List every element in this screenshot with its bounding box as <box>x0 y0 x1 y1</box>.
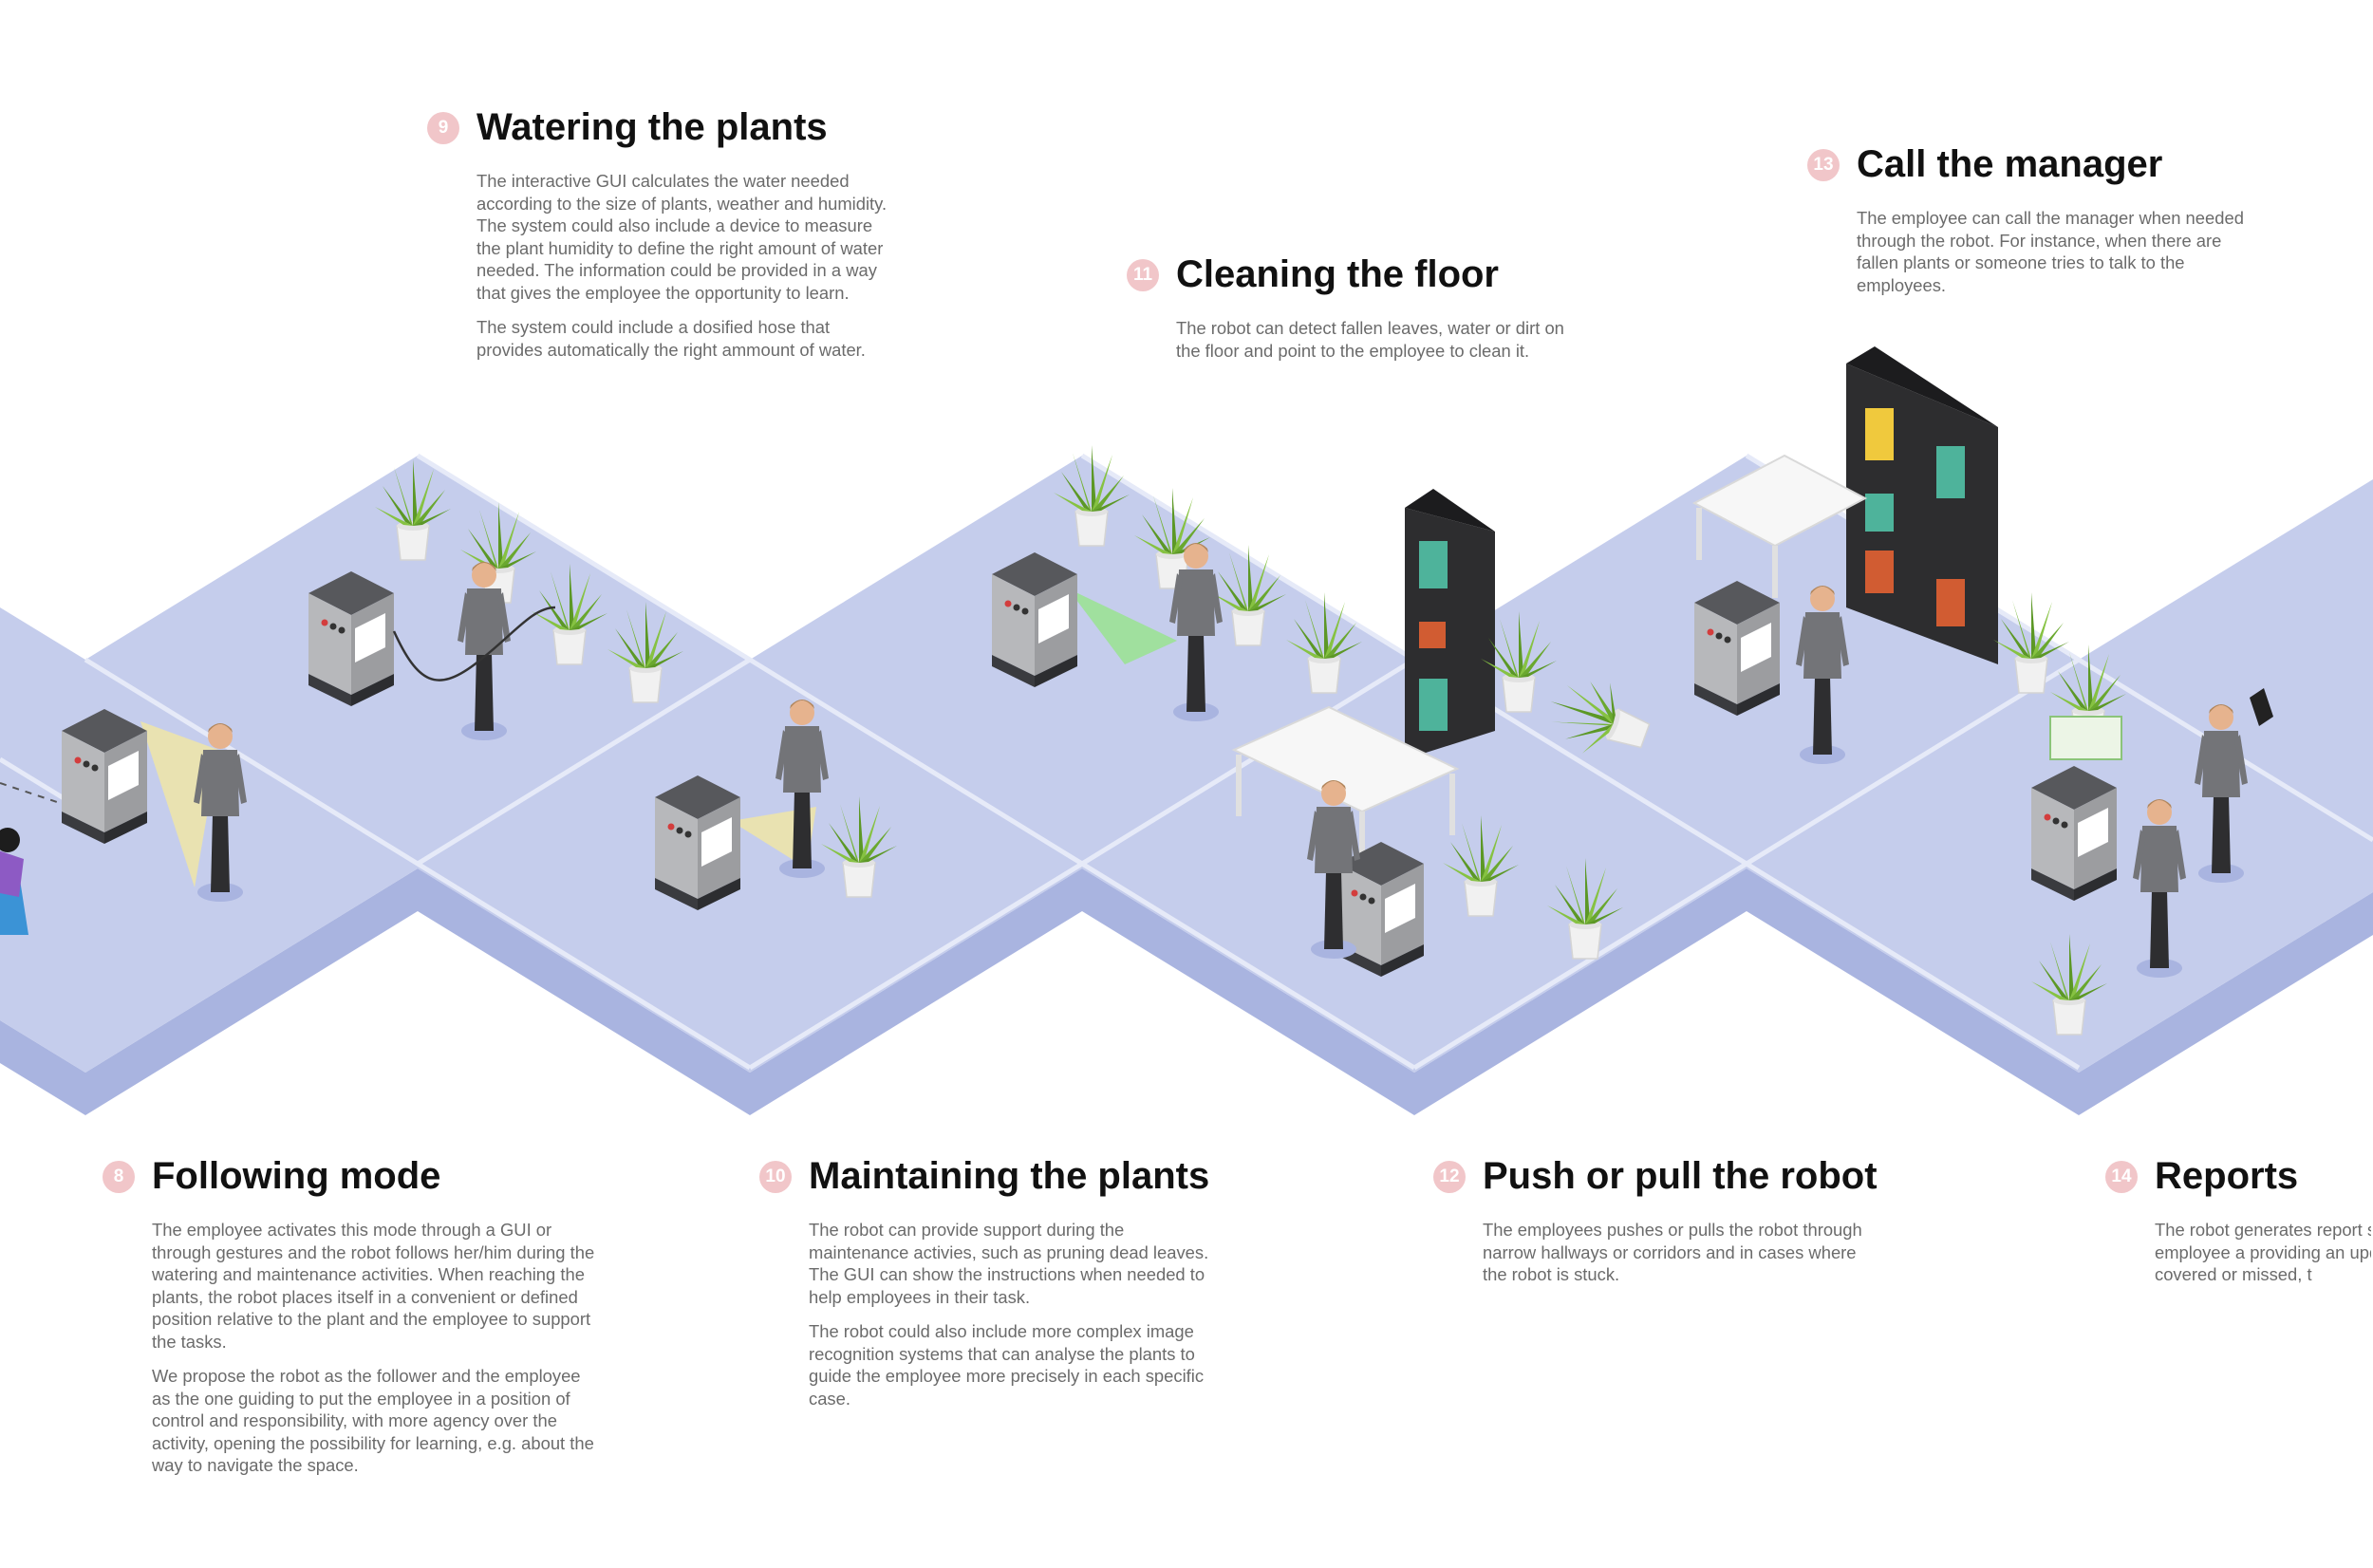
step-number-badge: 9 <box>427 111 459 144</box>
bookshelf-icon <box>1405 346 1998 759</box>
step-title: Call the manager <box>1857 143 2163 185</box>
step-description: The employees pushes or pulls the robot … <box>1483 1219 1879 1286</box>
description-paragraph: The robot can detect fallen leaves, wate… <box>1176 318 1564 361</box>
description-paragraph: The employees pushes or pulls the robot … <box>1483 1220 1862 1284</box>
step-title: Push or pull the robot <box>1483 1155 1878 1197</box>
description-paragraph: The interactive GUI calculates the water… <box>476 171 888 303</box>
step-8-following-mode: 8 Following mode The employee activates … <box>103 1155 596 1489</box>
step-description: The interactive GUI calculates the water… <box>476 170 892 361</box>
step-number-badge: 12 <box>1433 1160 1466 1193</box>
step-12-push-or-pull-the-robot: 12 Push or pull the robot The employees … <box>1433 1155 1879 1298</box>
step-title: Watering the plants <box>476 106 828 148</box>
step-10-maintaining-the-plants: 10 Maintaining the plants The robot can … <box>759 1155 1224 1422</box>
step-number-badge: 11 <box>1127 258 1159 291</box>
description-paragraph: The system could include a dosified hose… <box>476 317 866 360</box>
step-title: Reports <box>2155 1155 2299 1197</box>
step-14-reports: 14 Reports The robot generates report sh… <box>2105 1155 2371 1298</box>
step-number-badge: 13 <box>1807 148 1840 181</box>
step-description: The robot generates report shared with t… <box>2155 1219 2371 1286</box>
tablet-icon <box>2049 688 2273 760</box>
description-paragraph: The employee activates this mode through… <box>152 1220 595 1352</box>
step-11-cleaning-the-floor: 11 Cleaning the floor The robot can dete… <box>1127 253 1573 374</box>
step-description: The employee can call the manager when n… <box>1857 207 2253 296</box>
step-title: Maintaining the plants <box>809 1155 1210 1197</box>
step-9-watering-the-plants: 9 Watering the plants The interactive GU… <box>427 106 892 373</box>
step-number-badge: 8 <box>103 1160 135 1193</box>
step-13-call-the-manager: 13 Call the manager The employee can cal… <box>1807 143 2253 308</box>
description-paragraph: The robot generates report shared with t… <box>2155 1220 2371 1284</box>
hose <box>392 606 556 681</box>
step-description: The robot can provide support during the… <box>809 1219 1224 1409</box>
path-markers <box>0 588 1177 887</box>
step-description: The robot can detect fallen leaves, wate… <box>1176 317 1573 362</box>
description-paragraph: The employee can call the manager when n… <box>1857 208 2244 295</box>
step-title: Cleaning the floor <box>1176 253 1499 295</box>
description-paragraph: The robot could also include more comple… <box>809 1321 1205 1409</box>
seated-employee <box>0 828 28 935</box>
description-paragraph: The robot can provide support during the… <box>809 1220 1209 1307</box>
step-title: Following mode <box>152 1155 441 1197</box>
step-number-badge: 10 <box>759 1160 792 1193</box>
desk-icon <box>1231 454 1868 873</box>
step-number-badge: 14 <box>2105 1160 2138 1193</box>
step-description: The employee activates this mode through… <box>152 1219 596 1477</box>
description-paragraph: We propose the robot as the follower and… <box>152 1366 594 1475</box>
